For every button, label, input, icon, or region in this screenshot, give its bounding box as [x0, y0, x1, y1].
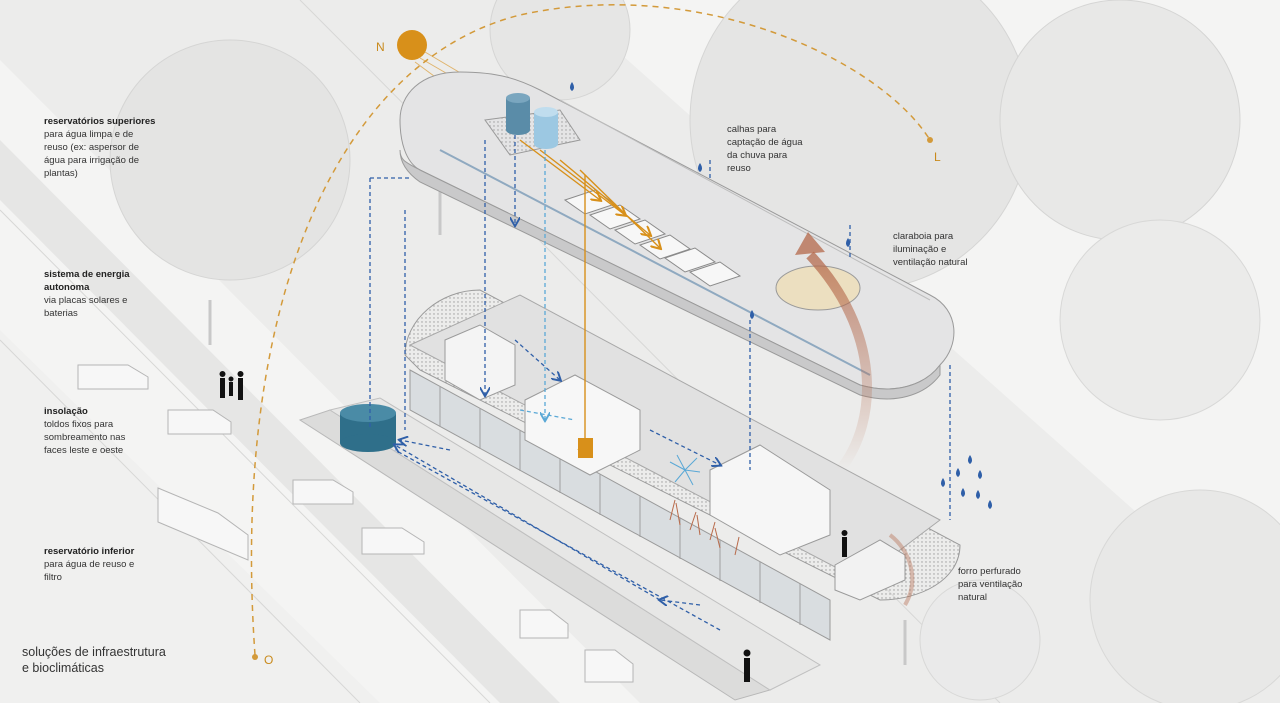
parked-cars — [77, 364, 634, 683]
lower-reservoir-tank — [340, 404, 396, 452]
note-insolation: insolação toldos fixos para sombreamento… — [44, 405, 125, 457]
note-line: ventilação natural — [893, 257, 968, 268]
east-label: L — [934, 150, 941, 164]
note-perforated-ceiling: forro perfurado para ventilação natural — [958, 565, 1022, 604]
note-heading: sistema de energia — [44, 269, 130, 280]
sun-icon — [397, 30, 427, 60]
east-point — [927, 137, 933, 143]
west-point — [252, 654, 258, 660]
note-upper-reservoirs: reservatórios superiores para água limpa… — [44, 115, 155, 180]
pavilion-lower-level — [404, 289, 961, 641]
note-line: forro perfurado — [958, 566, 1021, 577]
people-silhouettes — [219, 371, 848, 682]
note-line: reuso (ex: aspersor de — [44, 142, 140, 153]
note-line: plantas) — [44, 168, 78, 179]
note-line: para ventilação — [958, 579, 1023, 590]
diagram-title: soluções de infraestrutura e bioclimátic… — [22, 644, 166, 676]
note-line: da chuva para — [727, 150, 788, 161]
note-line: faces leste e oeste — [44, 445, 124, 456]
upper-reservoir-tanks — [506, 93, 558, 149]
note-lower-reservoir: reservatório inferior para água de reuso… — [44, 545, 134, 584]
note-energy-system: sistema de energia autonoma via placas s… — [44, 268, 130, 320]
note-heading: insolação — [44, 406, 88, 417]
clean-water-flow — [519, 150, 576, 420]
note-heading: autonoma — [44, 282, 90, 293]
note-line: para água de reuso e — [44, 559, 135, 570]
note-line: natural — [958, 592, 988, 603]
note-line: captação de água — [727, 137, 803, 148]
note-line: via placas solares e — [44, 295, 128, 306]
note-line: toldos fixos para — [44, 419, 114, 430]
title-line: e bioclimáticas — [22, 661, 104, 675]
note-line: água para irrigação de — [44, 155, 140, 166]
sprinkler — [669, 454, 701, 486]
note-heading: reservatório inferior — [44, 546, 135, 557]
note-line: sombreamento nas — [44, 432, 126, 443]
air-flow — [795, 232, 915, 607]
title-line: soluções de infraestrutura — [22, 645, 166, 659]
note-line: claraboia para — [893, 231, 954, 242]
ground-platform — [298, 397, 822, 701]
planting — [669, 499, 740, 556]
water-flow — [369, 135, 951, 631]
note-line: reuso — [727, 163, 751, 174]
note-line: filtro — [44, 572, 62, 583]
rain-drops — [570, 82, 992, 509]
west-label: O — [264, 653, 274, 667]
battery-box — [578, 438, 593, 458]
note-gutters: calhas para captação de água da chuva pa… — [727, 123, 803, 175]
note-heading: reservatórios superiores — [44, 116, 156, 127]
note-line: baterias — [44, 308, 78, 319]
north-label: N — [376, 40, 385, 54]
note-skylight: claraboia para iluminação e ventilação n… — [893, 230, 967, 269]
solar-energy-flow — [519, 139, 660, 458]
note-line: calhas para — [727, 124, 777, 135]
note-line: para água limpa e de — [44, 129, 134, 140]
note-line: iluminação e — [893, 244, 947, 255]
sun-path-arc — [250, 4, 931, 656]
